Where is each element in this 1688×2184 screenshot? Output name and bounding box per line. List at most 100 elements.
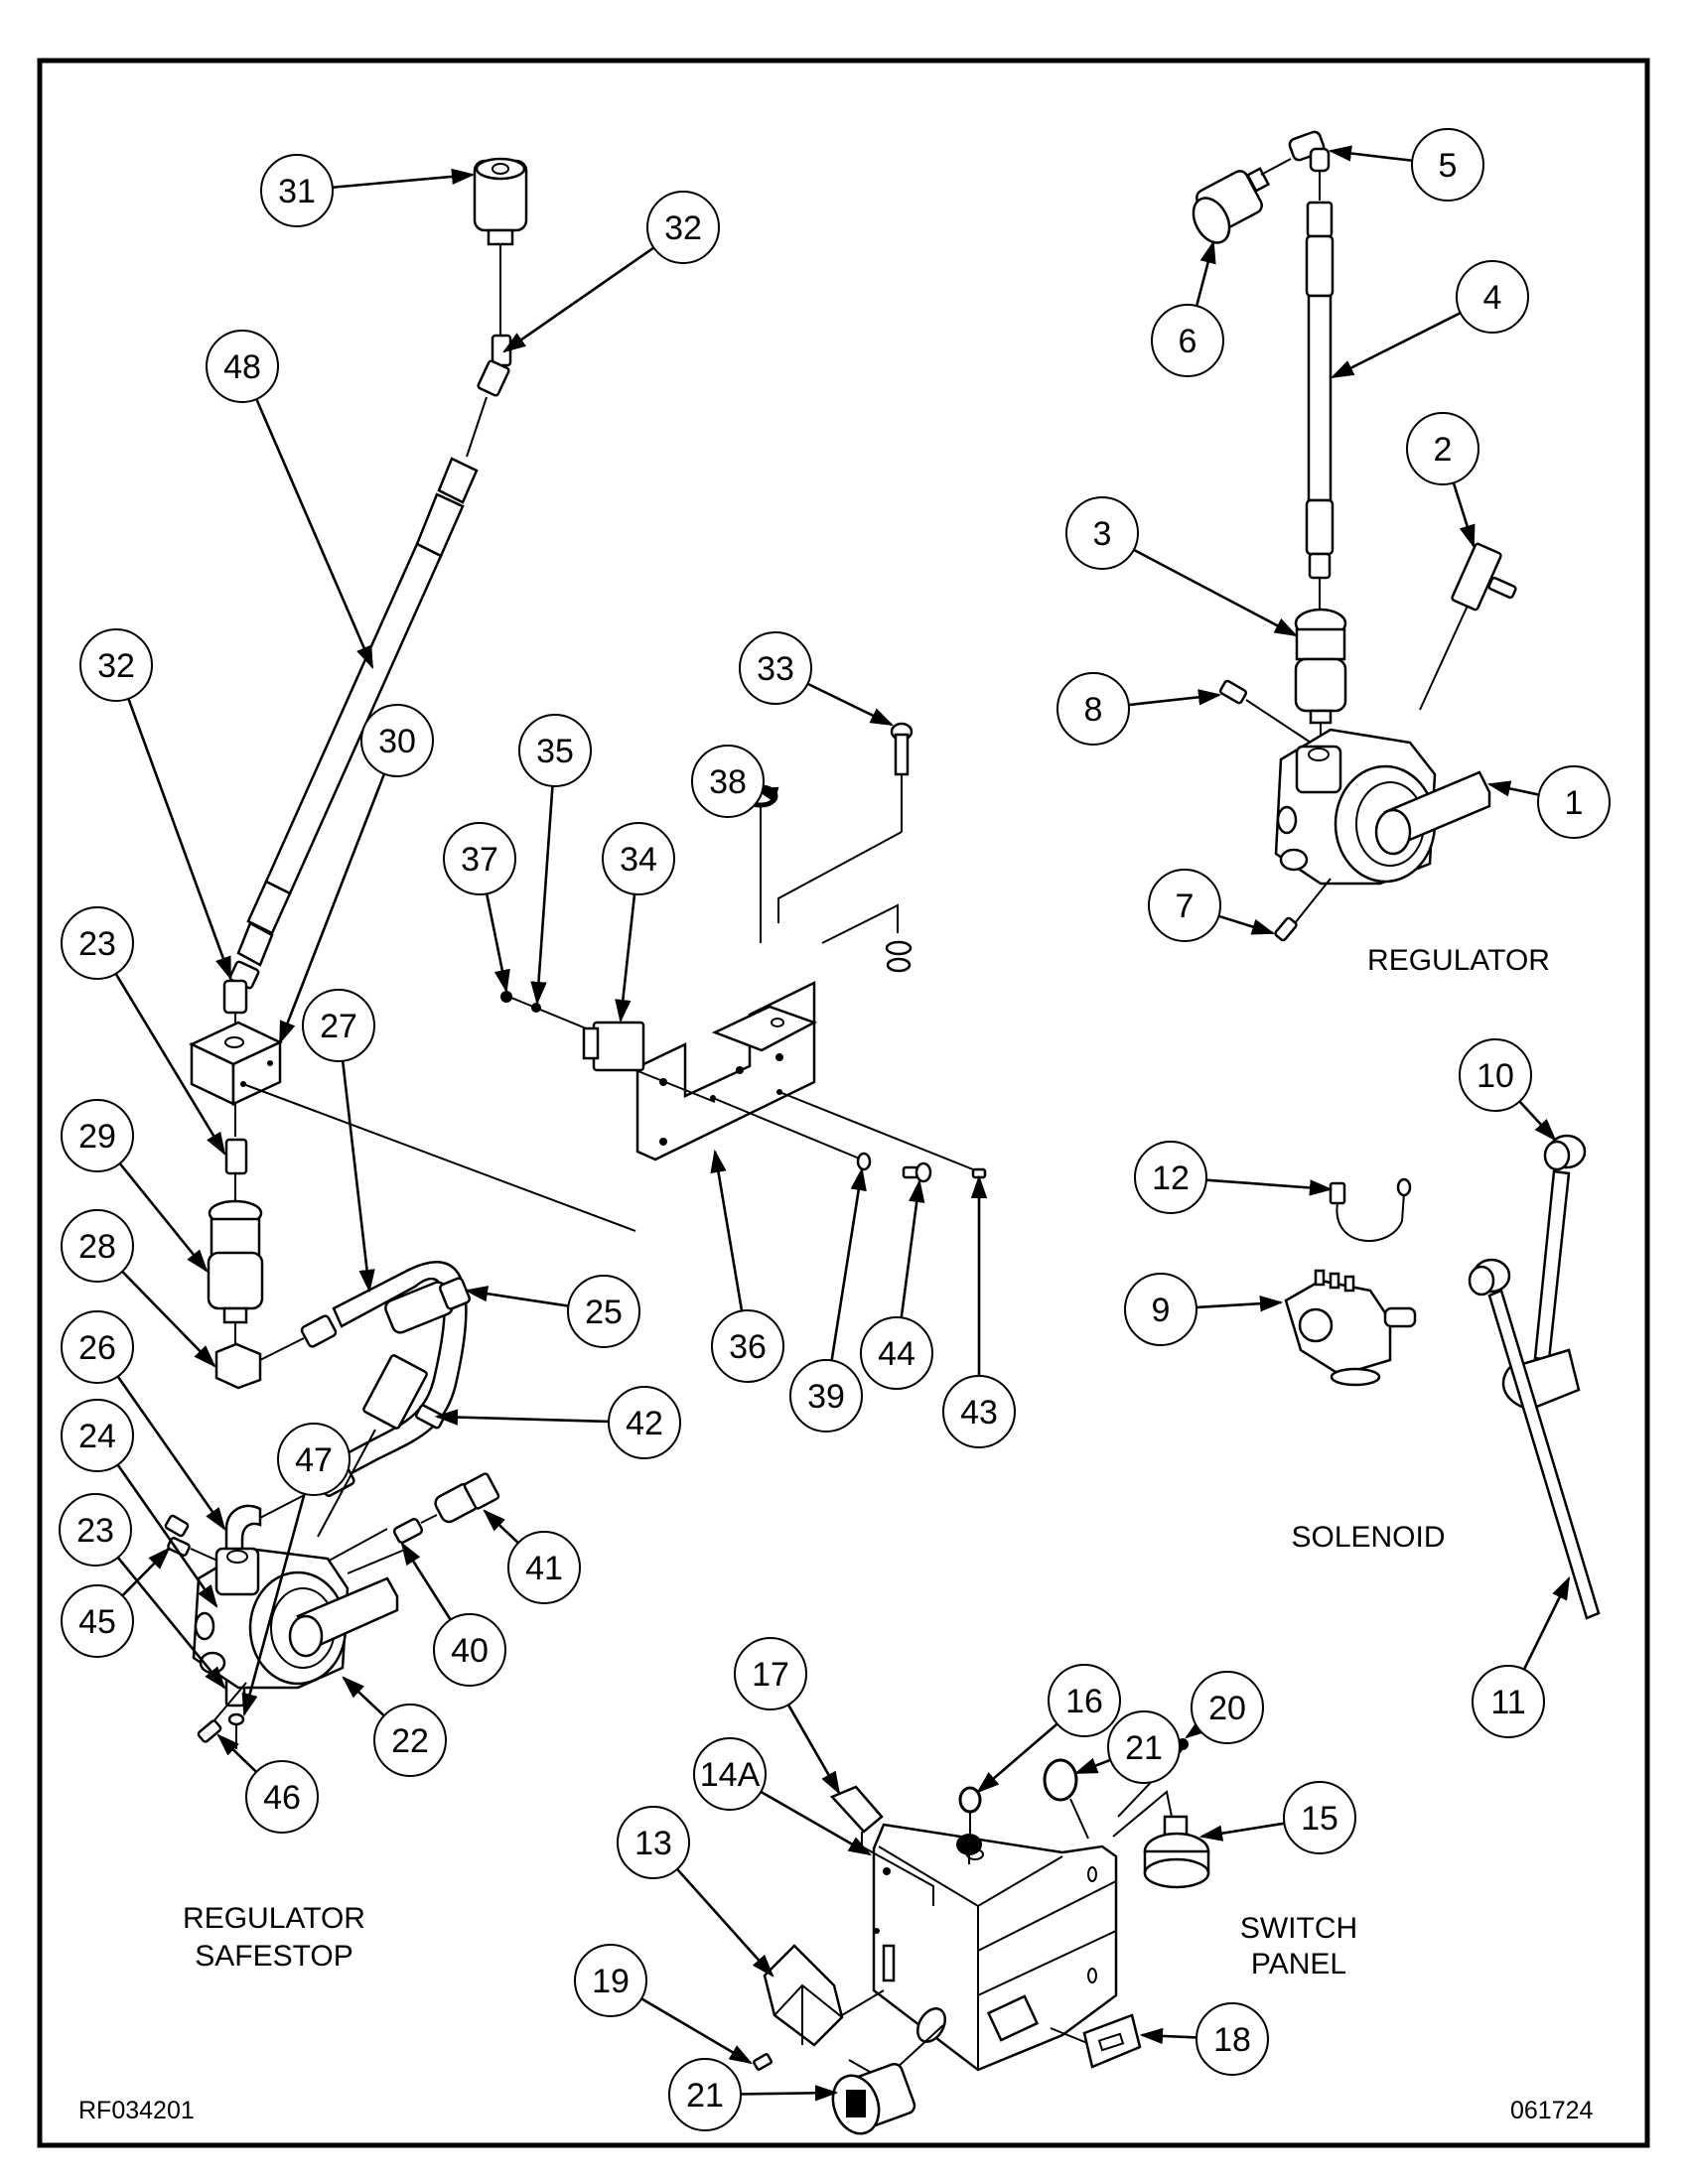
- circuit-breaker-17: [829, 1785, 884, 1834]
- callout-10: 10: [1459, 1038, 1532, 1112]
- leader-line-21: [1073, 1757, 1111, 1775]
- callout-13: 13: [617, 1806, 690, 1879]
- callout-number: 34: [620, 841, 657, 879]
- leader-lines: [114, 145, 1571, 2102]
- callout-number: 39: [807, 1378, 845, 1416]
- callout-12: 12: [1134, 1141, 1207, 1214]
- callout-number: 13: [634, 1825, 672, 1862]
- callout-number: 38: [709, 763, 747, 801]
- screw-43: [971, 1167, 987, 1179]
- callout-number: 20: [1208, 1690, 1246, 1727]
- callout-circle: [1472, 1665, 1545, 1738]
- label-regulator-safestop-line1: REGULATOR: [183, 1902, 365, 1935]
- callout-14A: 14A: [693, 1737, 767, 1811]
- callout-number: 29: [78, 1118, 116, 1156]
- callout-number: 28: [78, 1228, 116, 1266]
- callout-number: 6: [1179, 323, 1197, 360]
- oring-47: [227, 1712, 245, 1726]
- callout-circle: [61, 1099, 134, 1172]
- leader-line-18: [1139, 2027, 1197, 2045]
- leader-line-14A: [760, 1790, 873, 1856]
- switch-panel-bracket-14a: [872, 1823, 1118, 2072]
- callout-circle: [206, 330, 279, 403]
- leader-line-1: [1486, 780, 1540, 797]
- bracket-36: [635, 980, 818, 1161]
- callout-22: 22: [373, 1704, 447, 1777]
- parts-artwork: [164, 130, 1601, 2135]
- leader-line-27: [341, 1060, 375, 1294]
- leader-line-12: [1205, 1178, 1334, 1196]
- callout-circle: [1124, 1273, 1197, 1346]
- callout-15: 15: [1283, 1781, 1356, 1854]
- label-regulator-safestop-line2: SAFESTOP: [195, 1940, 353, 1973]
- callout-circle: [277, 1423, 351, 1496]
- cover-18: [1082, 2013, 1142, 2069]
- callout-circle: [507, 1531, 581, 1604]
- callout-4: 4: [1456, 260, 1529, 334]
- callout-number: 37: [461, 841, 498, 879]
- callout-29: 29: [61, 1099, 134, 1172]
- callout-circle: [61, 1399, 134, 1472]
- callout-number: 25: [585, 1294, 623, 1331]
- callout-circle: [1065, 496, 1139, 570]
- callout-circle: [1107, 1710, 1181, 1784]
- cable-10: [1533, 1134, 1587, 1362]
- callout-number: 41: [525, 1550, 563, 1587]
- callout-number: 3: [1093, 515, 1112, 553]
- callout-circle: [61, 1310, 134, 1384]
- callout-circle: [433, 1613, 506, 1687]
- leader-line-6: [1195, 239, 1216, 307]
- callout-circle: [668, 2058, 742, 2131]
- callout-number: 9: [1152, 1292, 1171, 1329]
- callout-41: 41: [507, 1531, 581, 1604]
- callout-number: 32: [664, 209, 702, 247]
- washer: [885, 940, 913, 956]
- leader-line-32: [127, 698, 232, 981]
- nut: [886, 957, 912, 973]
- callout-circle: [711, 1309, 784, 1383]
- leader-line-44: [900, 1178, 925, 1318]
- callout-circle: [739, 631, 812, 705]
- leader-line-3: [1133, 548, 1299, 637]
- revision-date: 061724: [1510, 2097, 1594, 2124]
- callout-36: 36: [711, 1309, 784, 1383]
- leader-line-42: [434, 1409, 610, 1426]
- callout-circle: [789, 1359, 863, 1433]
- leader-line-4: [1330, 312, 1462, 379]
- callout-23: 23: [61, 906, 134, 980]
- callout-5: 5: [1411, 128, 1484, 202]
- callout-38: 38: [691, 745, 765, 818]
- leader-line-26: [116, 1375, 226, 1531]
- callout-circle: [245, 1760, 319, 1834]
- callout-37: 37: [443, 822, 516, 895]
- callout-circle: [1056, 672, 1130, 746]
- leader-line-21: [740, 2085, 839, 2102]
- hose-4: [1305, 201, 1335, 580]
- callout-circle: [1148, 869, 1221, 942]
- callout-circle: [443, 822, 516, 895]
- leader-line-28: [121, 1270, 216, 1368]
- callout-bubbles: 1234567891011121314A15161718192021212223…: [59, 128, 1611, 2131]
- callout-43: 43: [942, 1375, 1016, 1448]
- nipple-23-upper: [224, 1138, 248, 1175]
- elbow-fitting-32-top: [477, 334, 512, 397]
- elbow-fitting-32-lower: [222, 960, 260, 1015]
- leader-line-23: [116, 1557, 226, 1690]
- relay-34: [582, 1021, 645, 1072]
- leader-line-9: [1196, 1296, 1284, 1312]
- callout-number: 30: [378, 723, 416, 760]
- callout-number: 22: [391, 1722, 429, 1760]
- callout-circle: [1537, 765, 1611, 839]
- callout-number: 40: [451, 1632, 489, 1670]
- lockoff-3: [1294, 608, 1347, 725]
- ignition-switch-15: [1112, 1790, 1210, 1889]
- callout-circle: [1151, 304, 1224, 377]
- callout-6: 6: [1151, 304, 1224, 377]
- elbow-5: [1288, 130, 1331, 173]
- callout-45: 45: [61, 1584, 134, 1658]
- callout-circle: [691, 745, 765, 818]
- callout-25: 25: [567, 1275, 640, 1348]
- leader-line-2: [1452, 481, 1476, 549]
- callout-number: 27: [320, 1008, 357, 1045]
